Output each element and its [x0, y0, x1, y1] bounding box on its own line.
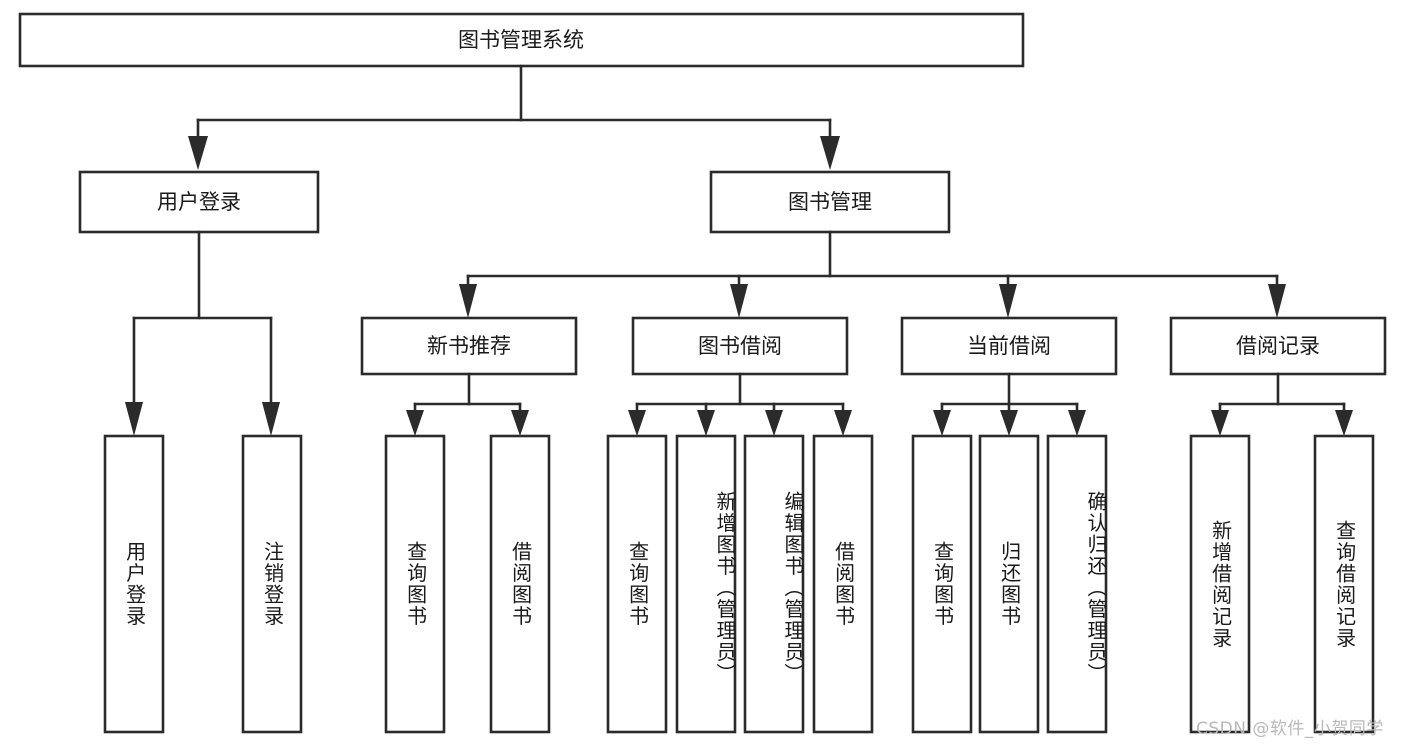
node-current-borrow[interactable]: 当前借阅 [900, 316, 1118, 376]
arrowhead-currentborrow-leaf1-icon [933, 410, 951, 436]
arrowhead-currentborrow-leaf2-icon [1000, 410, 1018, 436]
node-book-borrow-box [631, 316, 849, 376]
node-book-management[interactable]: 图书管理 [709, 170, 951, 234]
node-user-login-label: 用户登录 [157, 190, 241, 214]
leaf-box-query-book-2[interactable] [606, 434, 668, 734]
arrowhead-currentborrow-leaf3-icon [1068, 410, 1086, 436]
leaf-box-user-login[interactable] [103, 434, 165, 734]
arrowhead-bookborrow-leaf1-icon [628, 410, 646, 436]
leaf-box-edit-book[interactable] [743, 434, 805, 734]
csdn-watermark: CSDN @软件_小贺同学 [1196, 719, 1384, 739]
arrowhead-bookborrow-leaf4-icon [834, 410, 852, 436]
node-new-book-recommend-box [360, 316, 578, 376]
node-root-box [18, 12, 1025, 68]
arrowhead-root-to-bookmgmt-icon [820, 136, 840, 170]
node-book-management-label: 图书管理 [788, 190, 872, 214]
node-book-management-box [709, 170, 951, 234]
node-borrow-record-box [1169, 316, 1387, 376]
leaf-box-borrow-book-2[interactable] [812, 434, 874, 734]
node-new-book-recommend[interactable]: 新书推荐 [360, 316, 578, 376]
arrowhead-bookmgmt-l2-3-icon [999, 284, 1017, 318]
leaf-box-add-book[interactable] [675, 434, 737, 734]
node-root-label: 图书管理系统 [458, 28, 584, 52]
node-new-book-recommend-label: 新书推荐 [427, 334, 511, 358]
leaf-box-confirm-return[interactable] [1046, 434, 1108, 734]
leaf-box-user-logout[interactable] [241, 434, 303, 734]
node-borrow-record[interactable]: 借阅记录 [1169, 316, 1387, 376]
arrowhead-borrowrecord-leaf2-icon [1335, 410, 1353, 436]
node-book-borrow-label: 图书借阅 [698, 334, 782, 358]
arrowhead-borrowrecord-leaf1-icon [1211, 410, 1229, 436]
arrowhead-bookborrow-leaf2-icon [697, 410, 715, 436]
arrowhead-newbook-leaf2-icon [511, 410, 529, 436]
arrowhead-root-to-userlogin-icon [188, 136, 208, 170]
node-current-borrow-box [900, 316, 1118, 376]
arrowhead-bookmgmt-l2-4-icon [1268, 284, 1286, 318]
leaf-box-query-book-1[interactable] [384, 434, 446, 734]
arrowhead-newbook-leaf1-icon [406, 410, 424, 436]
arrowhead-bookmgmt-l2-2-icon [730, 284, 748, 318]
arrowhead-userlogin-leaf1-icon [125, 402, 143, 436]
leaf-box-borrow-book-1[interactable] [489, 434, 551, 734]
arrowhead-bookmgmt-l2-1-icon [459, 284, 477, 318]
arrowhead-userlogin-leaf2-icon [262, 402, 280, 436]
node-borrow-record-label: 借阅记录 [1236, 334, 1320, 358]
node-user-login[interactable]: 用户登录 [78, 170, 320, 234]
leaf-box-return-book[interactable] [978, 434, 1040, 734]
leaf-box-add-record[interactable] [1189, 434, 1251, 734]
node-book-borrow[interactable]: 图书借阅 [631, 316, 849, 376]
arrowhead-bookborrow-leaf3-icon [765, 410, 783, 436]
leaf-box-query-book-3[interactable] [911, 434, 973, 734]
node-current-borrow-label: 当前借阅 [967, 334, 1051, 358]
leaf-box-query-record[interactable] [1313, 434, 1375, 734]
node-root[interactable]: 图书管理系统 [18, 12, 1025, 68]
